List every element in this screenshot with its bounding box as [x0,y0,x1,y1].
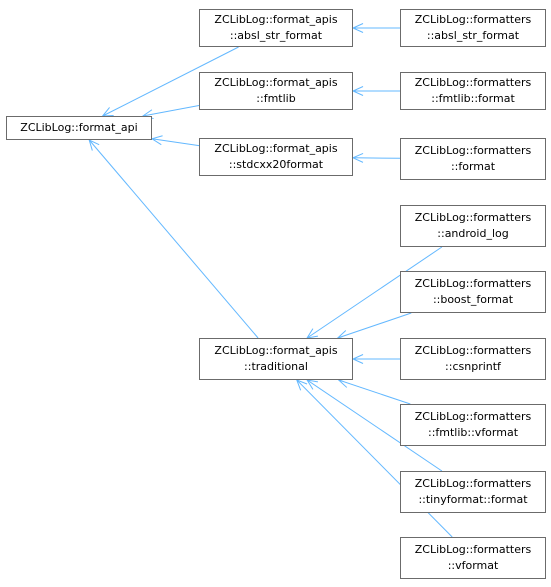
arrowhead-icon [351,23,364,33]
arrowhead-icon [351,86,364,96]
node-label-line-1: ZCLibLog::format_apis [214,142,338,155]
node-formatters-csnprintf[interactable]: ZCLibLog::formatters ::csnprintf [400,338,546,380]
node-label-line-2: ::fmtlib::format [431,92,515,105]
node-formatters-absl-str-format[interactable]: ZCLibLog::formatters ::absl_str_format [400,9,546,47]
node-label-line-1: ZCLibLog::formatters [414,144,532,157]
edge-line [338,379,411,405]
node-label-line-1: ZCLibLog::formatters [414,211,532,224]
node-label-line-1: ZCLibLog::format_api [20,121,138,134]
edge-line [151,138,200,147]
edge-trad_api-to-format_api [88,139,259,339]
node-formatters-tinyformat-format[interactable]: ZCLibLog::formatters ::tinyformat::forma… [400,471,546,513]
node-format-api[interactable]: ZCLibLog::format_api [6,116,152,140]
node-label-line-2: ::csnprintf [445,360,501,373]
node-label-line-2: ::tinyformat::format [418,493,528,506]
node-label-line-1: ZCLibLog::formatters [414,543,532,556]
node-label-line-2: ::fmtlib::vformat [427,426,519,439]
node-label-line-2: ::format [450,160,496,173]
node-format-apis-stdcxx20format[interactable]: ZCLibLog::format_apis ::stdcxx20format [199,138,353,176]
edge-std_fmt-to-stdcxx_api [351,152,401,163]
node-label-line-1: ZCLibLog::formatters [414,277,532,290]
node-formatters-android-log[interactable]: ZCLibLog::formatters ::android_log [400,205,546,247]
arrowhead-icon [150,135,163,146]
edge-absl_fmt-to-absl_api [351,23,400,33]
node-label-line-1: ZCLibLog::format_apis [214,344,338,357]
node-label-line-2: ::absl_str_format [426,29,520,42]
edge-fmtlib_fmt-to-fmtlib_api [351,86,400,96]
edge-csnprintf_fmt-to-trad_api [351,354,400,364]
edge-stdcxx_api-to-format_api [150,135,200,147]
edge-fmtlib_vfmt-to-trad_api [337,378,411,405]
node-format-apis-absl-str-format[interactable]: ZCLibLog::format_apis ::absl_str_format [199,9,353,47]
node-label-line-2: ::fmtlib [256,92,296,105]
edge-boost_fmt-to-trad_api [336,312,412,340]
edge-line [102,46,239,117]
edge-line [306,379,443,472]
edge-line [337,312,412,339]
arrowhead-icon [88,139,100,151]
node-format-apis-fmtlib[interactable]: ZCLibLog::format_apis ::fmtlib [199,72,353,110]
node-label-line-2: ::traditional [244,360,308,373]
node-format-apis-traditional[interactable]: ZCLibLog::format_apis ::traditional [199,338,353,380]
arrowhead-icon [351,152,364,163]
arrowhead-icon [306,379,319,390]
node-formatters-boost-format[interactable]: ZCLibLog::formatters ::boost_format [400,271,546,313]
node-label-line-2: ::android_log [437,227,509,240]
arrowhead-icon [295,379,308,391]
node-label-line-1: ZCLibLog::formatters [414,344,532,357]
node-formatters-fmtlib-vformat[interactable]: ZCLibLog::formatters ::fmtlib::vformat [400,404,546,446]
edge-tiny_fmt-to-trad_api [306,379,443,472]
node-label-line-2: ::stdcxx20format [228,158,324,171]
node-label-line-2: ::vformat [447,559,499,572]
edge-line [142,104,200,117]
node-formatters-vformat[interactable]: ZCLibLog::formatters ::vformat [400,537,546,579]
node-label-line-1: ZCLibLog::formatters [414,76,532,89]
node-label-line-2: ::boost_format [432,293,514,306]
edge-line [306,246,443,339]
node-label-line-2: ::absl_str_format [229,29,323,42]
node-label-line-1: ZCLibLog::formatters [414,410,532,423]
arrowhead-icon [351,354,364,364]
edge-line [88,139,259,339]
node-label-line-1: ZCLibLog::formatters [414,477,532,490]
node-formatters-format[interactable]: ZCLibLog::formatters ::format [400,138,546,180]
node-label-line-1: ZCLibLog::format_apis [214,76,338,89]
node-formatters-fmtlib-format[interactable]: ZCLibLog::formatters ::fmtlib::format [400,72,546,110]
node-label-line-1: ZCLibLog::formatters [414,13,532,26]
node-label-line-1: ZCLibLog::format_apis [214,13,338,26]
